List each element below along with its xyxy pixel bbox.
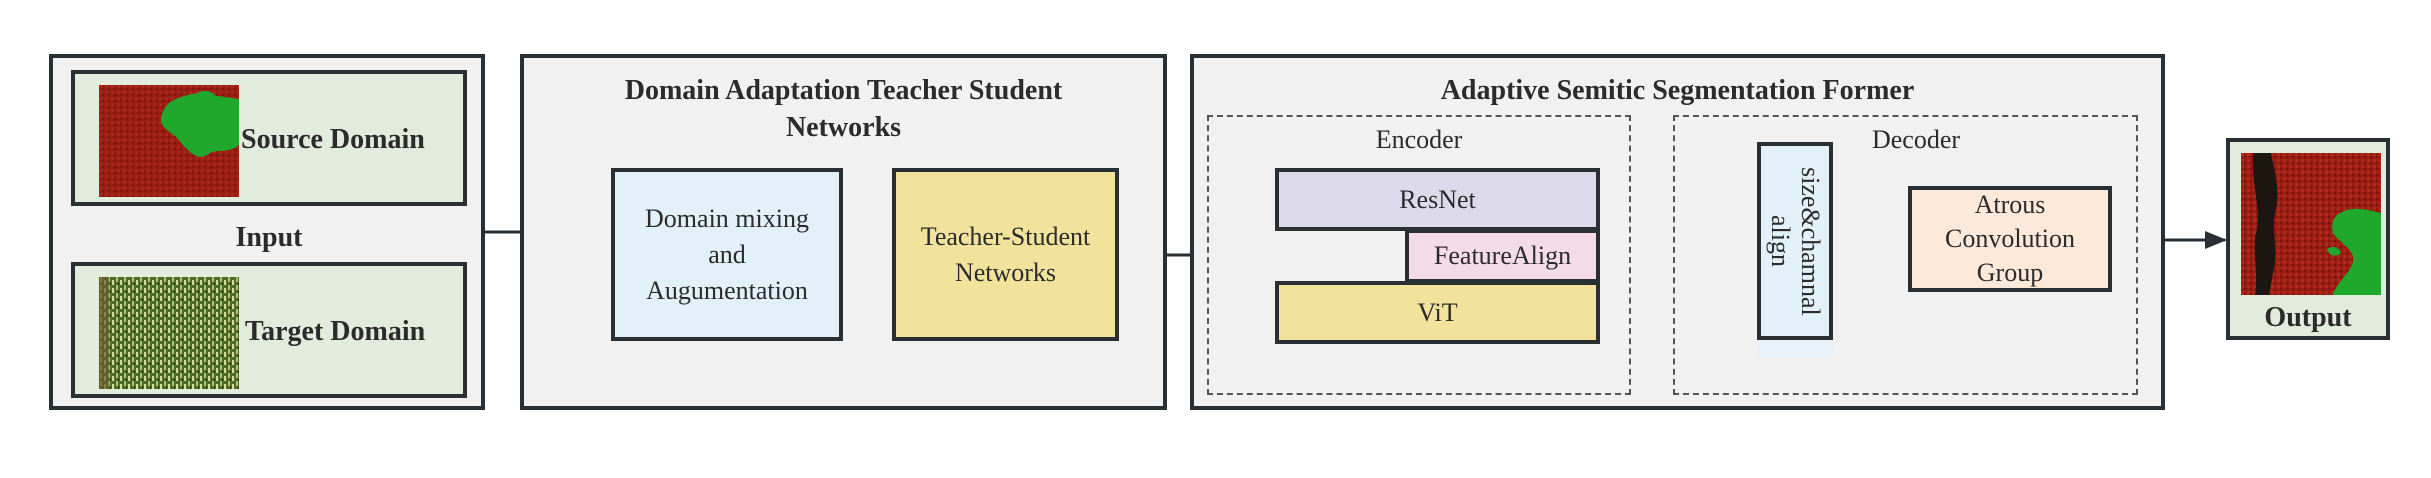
output-card: Output [2226,138,2390,340]
size-align-label: size&chamnal align [1766,166,1825,316]
target-domain-label: Target Domain [245,316,426,347]
resnet-box: ResNet [1275,168,1600,231]
teacher-student-networks-box: Teacher-Student Networks [892,168,1119,341]
output-title: Output [2264,302,2352,333]
domain-mixing-box: Domain mixing and Augumentation [611,168,843,341]
size-align-shadow [1757,340,1833,358]
encoder-label: Encoder [1375,125,1463,154]
feature-align-box: FeatureAlign [1405,229,1600,283]
atrous-label: Atrous Convolution Group [1944,190,2075,287]
atrous-box: Atrous Convolution Group [1908,186,2112,292]
teacher-student-title: Domain Adaptation Teacher Student Networ… [624,75,1063,143]
teacher-student-networks-label: Teacher-Student Networks [920,221,1091,287]
size-align-box: size&chamnal align [1757,142,1833,340]
source-domain-image [99,85,239,197]
source-domain-label: Source Domain [241,124,425,155]
input-title: Input [235,222,303,253]
vit-box: ViT [1275,281,1600,344]
encoder-group [1207,115,1631,395]
former-title: Adaptive Semitic Segmentation Former [1440,75,1915,106]
source-domain-card: Source Domain [71,70,467,206]
vit-label: ViT [1417,297,1458,327]
resnet-label: ResNet [1399,184,1476,214]
output-image [2241,153,2381,295]
decoder-label: Decoder [1871,125,1961,154]
decoder-group [1673,115,2138,395]
target-domain-card: Target Domain [71,262,467,398]
feature-align-label: FeatureAlign [1433,241,1572,270]
target-domain-image [99,277,239,389]
domain-mixing-label: Domain mixing and Augumentation [645,203,809,305]
